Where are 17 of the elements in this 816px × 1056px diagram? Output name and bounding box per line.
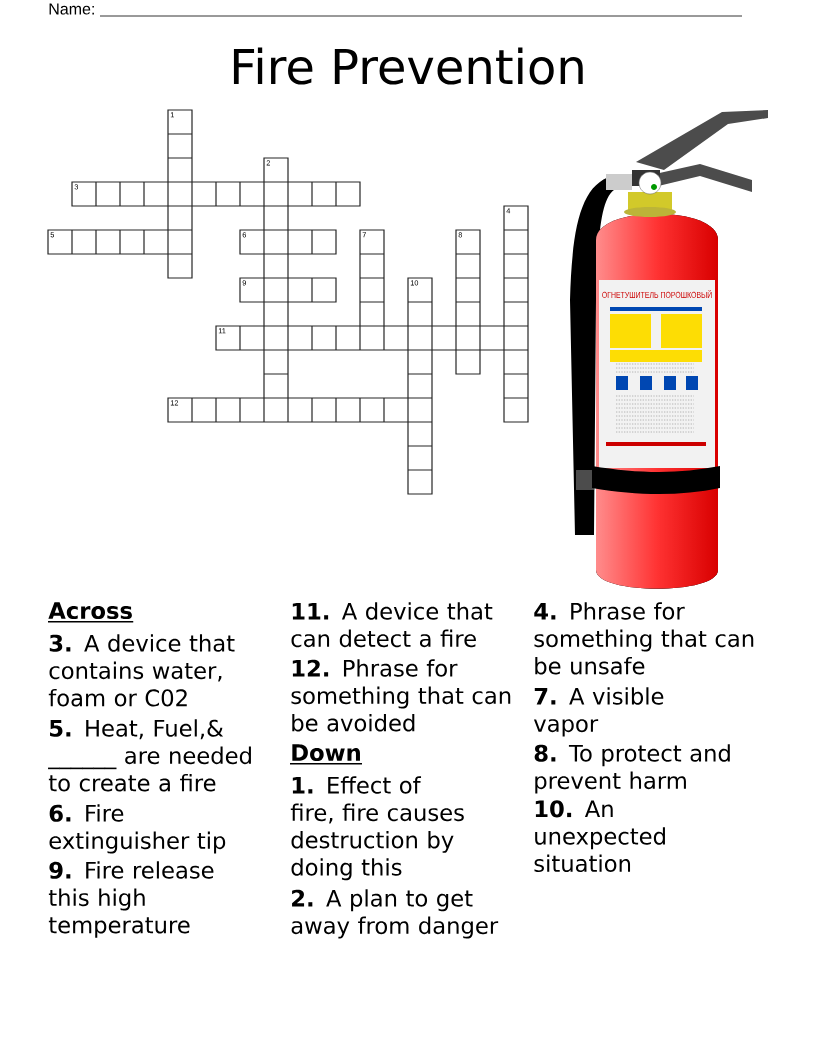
clue-text: 11. A device that can detect a fire xyxy=(291,602,493,648)
clue-text: 7. A visible vapor xyxy=(533,687,664,737)
section-heading: Down xyxy=(289,744,363,765)
clue-text: 12. Phrase for something that can be avoided xyxy=(291,659,511,732)
name-label: Name: xyxy=(49,3,94,15)
clue-text: 2. A plan to get away from danger xyxy=(291,889,499,939)
extinguisher-label-text: ОГНЕТУШИТЕЛЬ ПОРОШКОВЫЙ xyxy=(602,290,712,298)
clue-text: 6. Fire extinguisher tip xyxy=(49,804,226,854)
clue-text: 4. Phrase for something that can be unsafe xyxy=(534,602,754,675)
clue-text: 10. An unexpected situation xyxy=(534,800,665,873)
clue-text: 8. To protect and prevent harm xyxy=(534,744,730,794)
clue-text: 9. Fire release this high temperature xyxy=(48,861,214,938)
clue-text: 1. Effect of fire, fire causes destruction by doing this xyxy=(290,776,464,881)
clue-text: 5. Heat, Fuel,& ______ are needed to create a fire xyxy=(48,719,251,792)
clue-text: 3. A device that contains water, foam or C02 xyxy=(48,634,235,707)
section-heading: Across xyxy=(47,602,135,623)
title: Fire Prevention xyxy=(233,47,583,85)
